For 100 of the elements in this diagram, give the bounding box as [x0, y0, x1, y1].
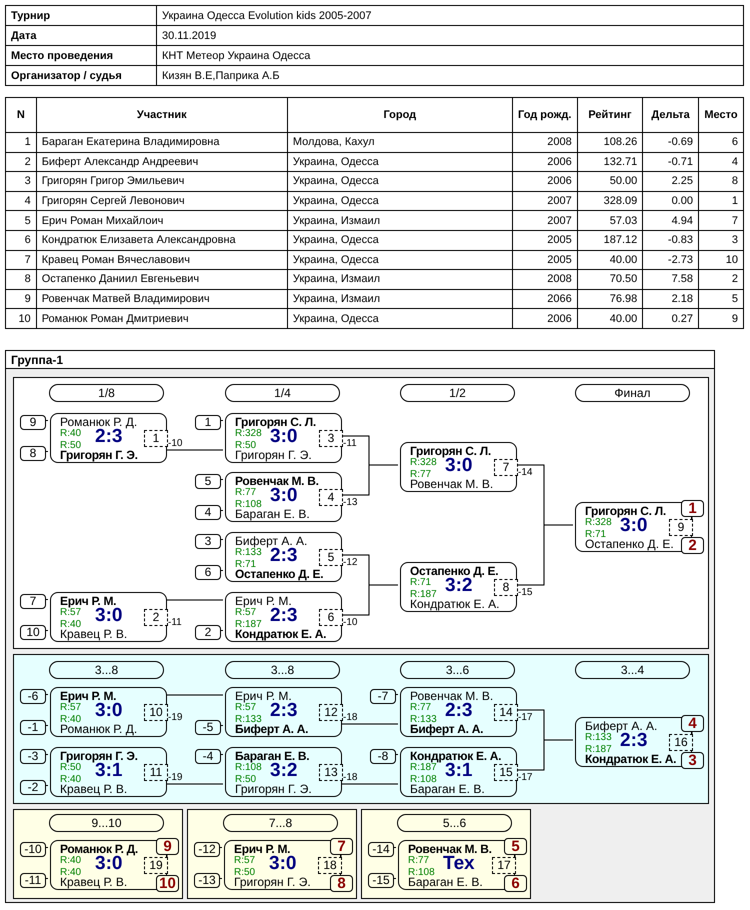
match-score: 3:0 — [270, 427, 298, 447]
player-name: Ерич Р. М. — [60, 595, 116, 608]
rating-value: 50.00 — [577, 172, 643, 192]
row-number: 10 — [6, 308, 36, 328]
connector-line — [44, 785, 48, 786]
delta-value: -2.73 — [642, 250, 698, 270]
seed-tag: -4 — [195, 749, 221, 764]
birth-year: 2007 — [512, 191, 578, 211]
match-score: 3:0 — [620, 516, 648, 536]
rating-value: 40.00 — [577, 308, 643, 328]
match-score: Тех — [443, 854, 475, 874]
place-marker: 10 — [156, 875, 179, 892]
edge-label: -19 — [168, 712, 182, 723]
rating-text: R:50 — [234, 867, 256, 878]
participant-name: Бараган Екатерина Владимировна — [36, 132, 288, 152]
delta-value: 0.00 — [642, 191, 698, 211]
connector-line — [394, 694, 398, 695]
edge-label: -13 — [343, 497, 358, 508]
rating-text: R:77 — [410, 469, 432, 480]
player-name: Кондратюк Е. А. — [410, 750, 502, 763]
seed-tag: -12 — [194, 842, 220, 857]
rating-text: R:57 — [60, 607, 82, 618]
seed-tag: -14 — [368, 842, 394, 857]
match-box — [225, 532, 342, 582]
edge-label: -11 — [168, 617, 182, 628]
rating-value: 132.71 — [577, 152, 643, 172]
place-marker: 9 — [156, 838, 179, 855]
seed-tag: -6 — [20, 689, 46, 704]
player-name: Бараган Е. В. — [408, 876, 483, 889]
player-name: Биферт А. А. — [235, 723, 308, 736]
edge-label: -11 — [343, 438, 357, 449]
participant-name: Кондратюк Елизавета Александровна — [36, 230, 288, 250]
rating-text: R:108 — [235, 499, 262, 510]
edge-label: -17 — [518, 772, 532, 783]
field-label: Дата — [6, 26, 156, 46]
player-name: Бараган Е. В. — [235, 508, 310, 521]
column-header: Рейтинг — [577, 98, 643, 132]
field-label: Место проведения — [6, 46, 156, 66]
column-header: Дельта — [642, 98, 698, 132]
group-panel — [5, 350, 715, 903]
place-marker: 8 — [330, 875, 353, 892]
bracket-panel — [13, 377, 709, 649]
rating-text: R:187 — [410, 762, 437, 773]
delta-value: 2.25 — [642, 172, 698, 192]
player-name: Кравец Р. В. — [60, 876, 128, 889]
rating-text: R:133 — [235, 714, 262, 725]
match-number: 8 — [494, 579, 518, 596]
rating-value: 108.26 — [577, 132, 643, 152]
place-value: 8 — [698, 172, 744, 192]
match-score: 3:1 — [95, 761, 122, 781]
rating-text: R:187 — [585, 744, 612, 755]
player-name: Кондратюк Е. А. — [235, 628, 326, 641]
city-name: Украина, Измаил — [287, 270, 512, 290]
player-name: Ровенчак М. В. — [408, 843, 492, 856]
row-number: 7 — [6, 250, 36, 270]
rating-text: R:57 — [60, 702, 82, 713]
connector-line — [44, 630, 48, 631]
row-number: 4 — [6, 191, 36, 211]
city-name: Украина, Измаил — [287, 289, 512, 309]
seed-tag: 5 — [195, 474, 221, 489]
bracket-panel — [13, 654, 709, 804]
round-header: 3...8 — [225, 661, 340, 679]
rating-value: 187.12 — [577, 230, 643, 250]
match-score: 3:0 — [95, 854, 122, 874]
match-number: 5 — [319, 549, 343, 566]
rating-text: R:71 — [585, 529, 606, 540]
player-name: Григорян С. Л. — [585, 505, 666, 518]
rating-text: R:50 — [60, 762, 82, 773]
birth-year: 2005 — [512, 230, 578, 250]
rating-text: R:40 — [60, 867, 82, 878]
player-name: Ерич Р. М. — [60, 690, 116, 703]
round-header: 3...4 — [575, 661, 690, 679]
player-name: Ровенчак М. В. — [410, 478, 494, 491]
birth-year: 2006 — [512, 308, 578, 328]
group-title: Группа-1 — [11, 354, 64, 366]
round-header: 1/4 — [225, 384, 340, 402]
column-header: N — [6, 98, 36, 132]
match-number: 6 — [319, 609, 343, 626]
player-name: Остапенко Д. Е. — [235, 568, 324, 581]
player-name: Григорян Г. Э. — [60, 750, 138, 763]
seed-tag: 4 — [195, 505, 221, 520]
rating-text: R:40 — [60, 619, 82, 630]
player-name: Ровенчак М. В. — [410, 690, 494, 703]
place-value: 10 — [698, 250, 744, 270]
match-number: 13 — [319, 764, 343, 781]
player-name: Биферт А. А. — [585, 720, 658, 733]
rating-text: R:133 — [585, 732, 612, 743]
seed-tag: -7 — [370, 689, 396, 704]
seed-tag: -3 — [20, 749, 46, 764]
rating-value: 328.09 — [577, 191, 643, 211]
city-name: Украина, Одесса — [287, 230, 512, 250]
match-number: 10 — [144, 704, 168, 721]
match-score: 3:1 — [445, 761, 472, 781]
participant-name: Ерич Роман Михайлоич — [36, 210, 288, 230]
birth-year: 2008 — [512, 132, 578, 152]
place-value: 7 — [698, 210, 744, 230]
seed-tag: -2 — [20, 780, 46, 795]
rating-text: R:133 — [410, 714, 437, 725]
match-number: 2 — [144, 609, 168, 626]
place-marker: 7 — [330, 838, 353, 855]
